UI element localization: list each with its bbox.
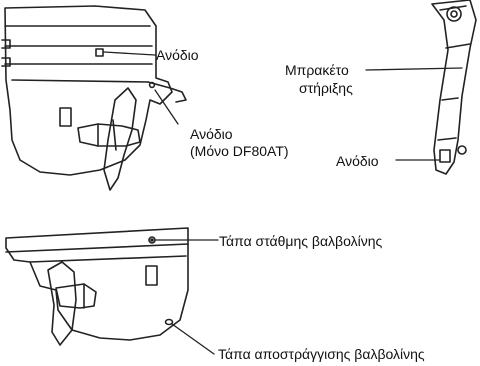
anode-bracket-label: Ανόδιο [336, 153, 379, 169]
anode-lower-note: (Μόνο DF80AT) [190, 143, 289, 159]
oil-level-plug-label: Τάπα στάθμης βαλβολίνης [219, 233, 383, 249]
anode-upper-label: Ανόδιο [156, 47, 199, 63]
bracket-label-line2: στήριξης [299, 80, 353, 96]
oil-drain-plug-label: Τάπα αποστράγγισης βαλβολίνης [218, 346, 425, 362]
bracket-label-line1: Μπρακέτο [285, 62, 349, 78]
mounting-bracket [431, 0, 477, 175]
lower-unit-upper-view [1, 5, 187, 191]
leader-lines [103, 51, 463, 355]
lower-unit-lower-view [5, 227, 189, 346]
anode-lower-label: Ανόδιο [190, 126, 233, 142]
